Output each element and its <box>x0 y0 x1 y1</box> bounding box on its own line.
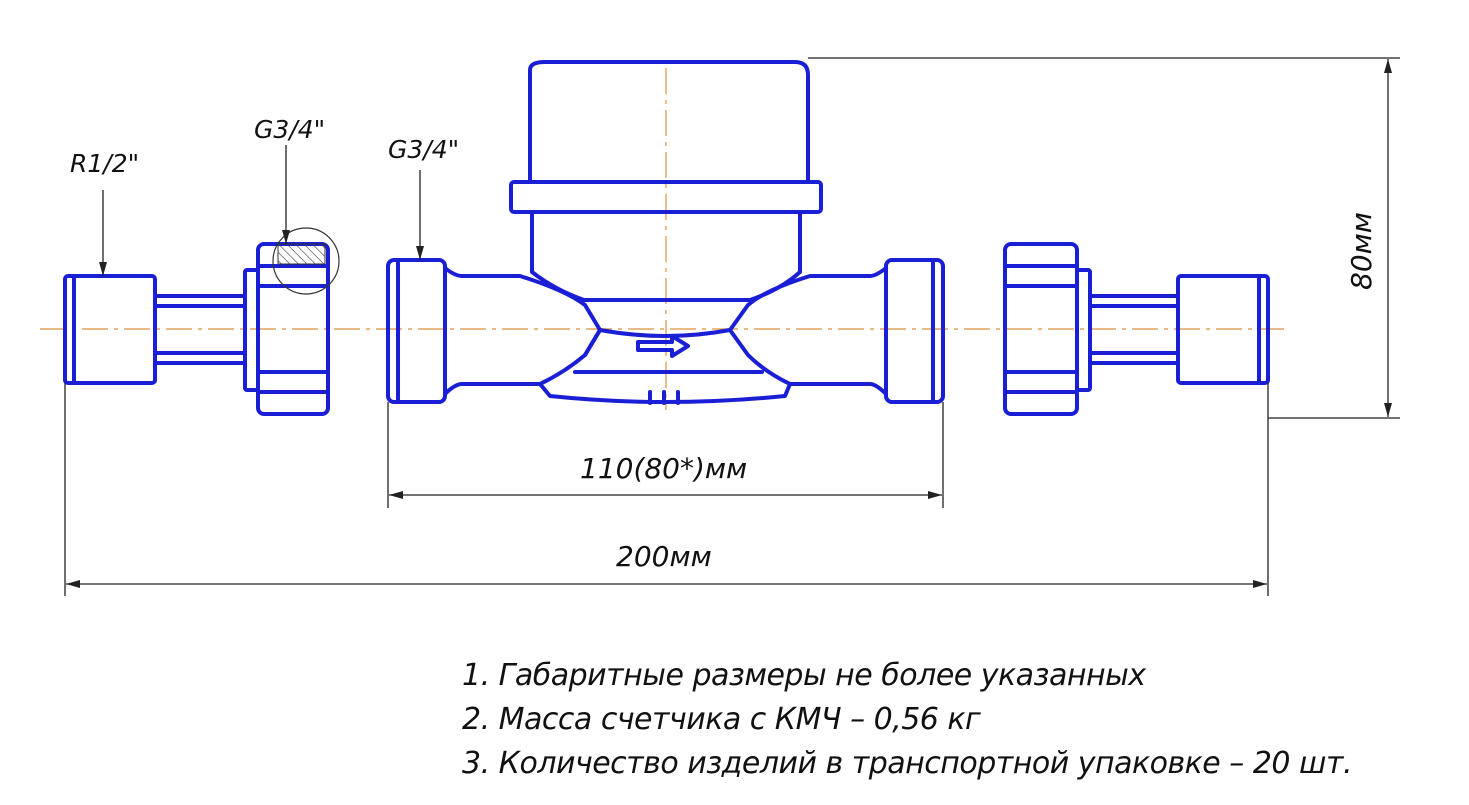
label-thread-g34-nut: G3/4" <box>254 115 325 144</box>
flow-direction-arrow <box>636 334 690 358</box>
thread-detail-circle <box>272 227 340 295</box>
label-thread-r12: R1/2" <box>70 149 139 178</box>
label-dim-body: 110(80*)мм <box>580 452 747 485</box>
note-item: 2. Масса счетчика с КМЧ – 0,56 кг <box>462 702 981 737</box>
note-item: 1. Габаритные размеры не более указанных <box>462 658 1146 693</box>
right-nipple <box>1088 274 1270 385</box>
notes-list: 1. Габаритные размеры не более указанных… <box>462 654 1353 786</box>
label-thread-g34-body: G3/4" <box>388 135 459 164</box>
label-dim-height: 80мм <box>1345 212 1378 290</box>
right-union-nut <box>1003 242 1092 416</box>
label-dim-total: 200мм <box>616 540 712 573</box>
left-nipple <box>63 274 247 385</box>
meter-body <box>386 60 945 405</box>
note-item: 3. Количество изделий в транспортной упа… <box>462 746 1353 781</box>
thread-section-hatch <box>277 243 326 265</box>
